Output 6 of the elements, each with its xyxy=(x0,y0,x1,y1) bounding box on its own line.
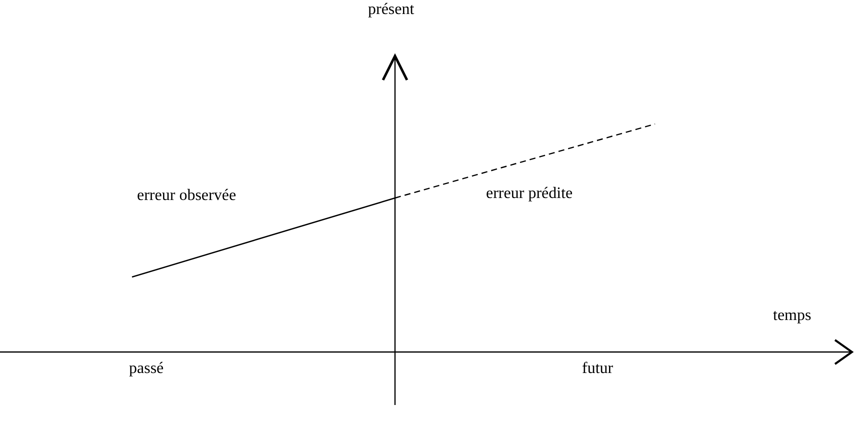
axis-label: erreur prédite xyxy=(486,186,573,202)
axis-label: erreur observée xyxy=(137,188,236,204)
axis-label: présent xyxy=(368,2,414,18)
axis-label: passé xyxy=(129,361,164,377)
axis-label: futur xyxy=(582,361,614,377)
axis-label: temps xyxy=(773,308,812,324)
